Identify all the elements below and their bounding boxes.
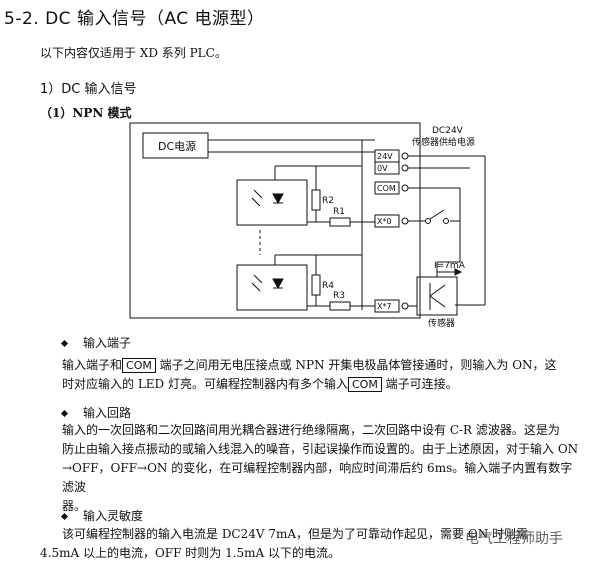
r2-resistor — [311, 189, 321, 211]
item-input-circuit-title: 输入回路 — [60, 404, 131, 421]
r2-label: R2 — [322, 196, 334, 206]
page-heading: 5-2. DC 输入信号（AC 电源型） — [4, 9, 265, 29]
terminal-com-label: COM — [377, 184, 396, 193]
intro-text: 以下内容仅适用于 XD 系列 PLC。 — [40, 46, 227, 60]
bullet-icon — [60, 339, 69, 348]
r1-resistor — [329, 217, 351, 227]
item-input-terminal-title: 输入端子 — [60, 334, 131, 351]
section-title: 1）DC 输入信号 — [40, 82, 137, 97]
r4-label: R4 — [322, 281, 334, 291]
terminal-24v-label: 24V — [377, 152, 393, 161]
subsection-title: （1）NPN 模式 — [40, 106, 132, 120]
bullet-icon — [60, 409, 69, 418]
terminal-0v-box — [374, 161, 400, 175]
terminal-x0-box — [374, 214, 400, 228]
item-input-circuit-body: 输入的一次回路和二次回路间用光耦合器进行绝缘隔离，二次回路中设有 C-R 滤波器… — [62, 423, 579, 513]
current-label: I=7mA — [434, 261, 466, 271]
dc-power-label: DC电源 — [158, 139, 196, 153]
dc-power-box — [142, 132, 209, 159]
terminal-0v-label: 0V — [377, 164, 388, 173]
supply-label-line2: 传感器供给电源 — [412, 136, 475, 148]
r3-label: R3 — [333, 291, 345, 301]
watermark: 电气工程师助手 — [465, 531, 563, 547]
item-sensitivity-title: 输入灵敏度 — [60, 507, 143, 524]
r3-resistor — [329, 301, 351, 311]
r1-label: R1 — [333, 207, 345, 217]
terminal-x0-label: X*0 — [377, 217, 392, 226]
item-sensitivity-body: 该可编程控制器的输入电流是 DC24V 7mA，但是为了可靠动作起见，需要 ON… — [40, 527, 529, 560]
sensor-label: 传感器 — [428, 317, 455, 329]
terminal-x7-label: X*7 — [377, 302, 392, 311]
terminal-com-box — [374, 181, 400, 195]
sensor-box — [416, 276, 458, 316]
r4-resistor — [311, 274, 321, 296]
supply-label-line1: DC24V — [432, 126, 464, 136]
bullet-icon — [60, 512, 69, 521]
